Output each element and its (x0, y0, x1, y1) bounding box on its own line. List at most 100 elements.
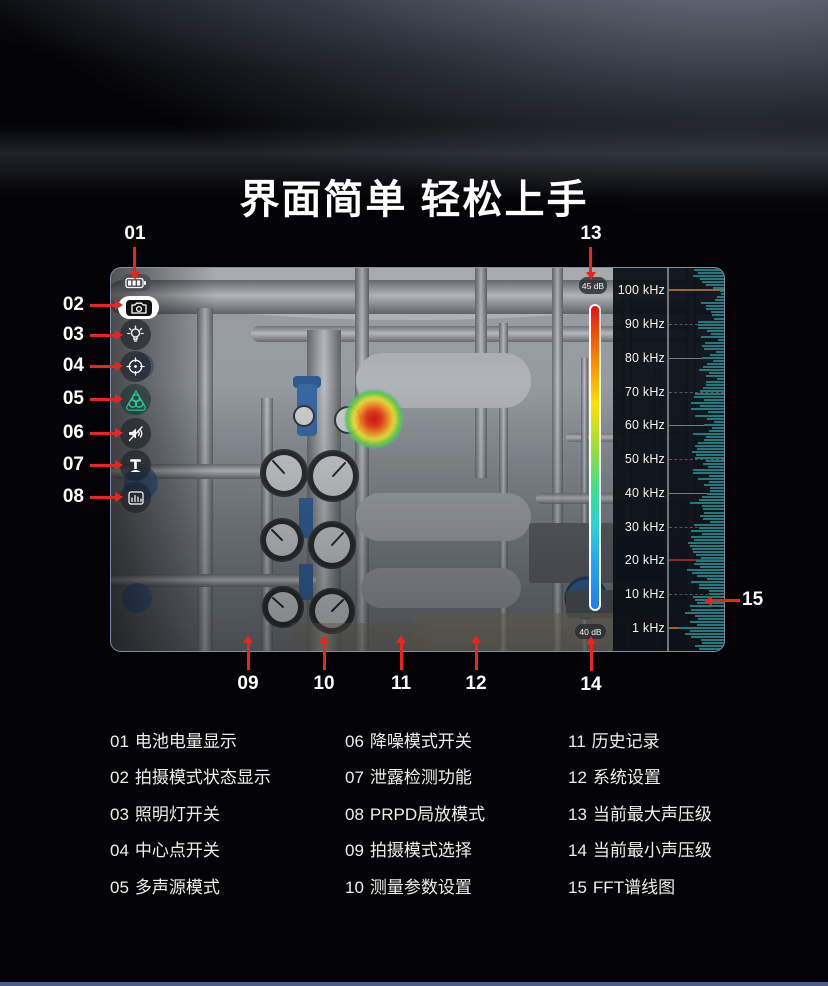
fft-axis (667, 268, 669, 651)
prpd-chart-icon (127, 490, 144, 505)
callout-arrow (589, 247, 592, 273)
freq-tick: 40 kHz (624, 486, 665, 500)
arrow-head (115, 492, 123, 502)
callout-12: 12 (465, 673, 487, 694)
multi-source-icon (125, 389, 146, 411)
callout-05: 05 (62, 388, 84, 409)
callout-arrow (90, 397, 116, 401)
arrow-head (115, 330, 123, 340)
freq-tick: 10 kHz (624, 587, 665, 601)
freq-tick: 20 kHz (624, 553, 665, 567)
max-sound-pressure-level: 45 dB (579, 277, 607, 294)
capture-mode-status[interactable] (118, 296, 159, 319)
callout-arrow (712, 599, 740, 602)
noise-reduction-toggle[interactable] (120, 418, 151, 449)
freq-tick: 1 kHz (632, 621, 665, 635)
callout-02: 02 (62, 294, 84, 315)
gridline-90khz (669, 324, 724, 325)
center-point-toggle[interactable] (120, 351, 151, 382)
callout-arrow (90, 333, 116, 337)
freq-tick: 70 kHz (624, 385, 665, 399)
center-point-icon (126, 357, 145, 376)
prpd-mode-toggle[interactable] (120, 482, 151, 513)
callout-09: 09 (237, 673, 259, 694)
freq-tick: 90 kHz (624, 317, 665, 331)
arrow-head (115, 460, 123, 470)
freq-tick: 30 kHz (624, 520, 665, 534)
gridline-40khz (669, 493, 724, 494)
callout-08: 08 (62, 486, 84, 507)
camera-icon (125, 299, 152, 316)
callout-arrow (322, 643, 326, 670)
callout-14: 14 (580, 674, 602, 695)
callout-arrow (90, 463, 116, 467)
callout-10: 10 (313, 673, 335, 694)
callout-arrow (246, 643, 250, 670)
callout-arrow (90, 364, 116, 368)
flashlight-icon (127, 325, 144, 342)
arrow-head (129, 272, 140, 280)
gridline-50khz (669, 459, 724, 460)
arrow-head (115, 394, 123, 404)
bottom-divider (0, 982, 828, 986)
callout-06: 06 (62, 422, 84, 443)
callout-arrow (90, 495, 116, 499)
freq-tick: 50 kHz (624, 452, 665, 466)
device-screen: 45 dB 40 dB 100 kHz 90 kHz 80 kHz 70 kHz… (110, 267, 725, 652)
arrow-head (704, 595, 712, 606)
valve-icon (130, 459, 141, 472)
page-title: 界面简单 轻松上手 (239, 177, 589, 222)
callout-03: 03 (62, 324, 84, 345)
arrow-head (115, 428, 123, 438)
callout-11: 11 (390, 673, 412, 694)
arrow-head (115, 300, 123, 310)
callout-arrow (589, 644, 593, 671)
callout-01: 01 (124, 223, 146, 244)
gridline-70khz (669, 392, 724, 393)
freq-tick: 80 kHz (624, 351, 665, 365)
callout-13: 13 (580, 223, 602, 244)
gridline-60khz (669, 425, 724, 426)
freq-tick: 60 kHz (624, 418, 665, 432)
sound-level-colorbar (589, 304, 601, 611)
arrow-head (319, 635, 329, 643)
callout-04: 04 (62, 355, 84, 376)
callout-15: 15 (742, 589, 764, 610)
frequency-panel: 100 kHz 90 kHz 80 kHz 70 kHz 60 kHz 50 k… (613, 268, 724, 651)
min-sound-pressure-level: 40 dB (575, 624, 606, 639)
arrow-head (586, 636, 596, 644)
multi-source-mode-toggle[interactable] (120, 384, 151, 415)
acoustic-heat-spot (345, 390, 403, 448)
gridline-10khz (669, 594, 724, 595)
callout-arrow (399, 643, 403, 670)
gridline-100khz (669, 289, 724, 291)
flashlight-toggle[interactable] (120, 319, 151, 350)
callout-arrow (90, 431, 116, 435)
fft-spectrum (667, 268, 724, 651)
arrow-head (115, 361, 123, 371)
battery-indicator (121, 274, 151, 291)
freq-tick: 100 kHz (617, 283, 665, 297)
callout-arrow (133, 247, 136, 273)
callout-07: 07 (62, 454, 84, 475)
leak-detection-toggle[interactable] (120, 450, 151, 481)
arrow-head (585, 272, 596, 280)
gridline-30khz (669, 527, 724, 528)
arrow-head (243, 635, 253, 643)
arrow-head (471, 635, 481, 643)
noise-muted-icon (128, 426, 143, 442)
